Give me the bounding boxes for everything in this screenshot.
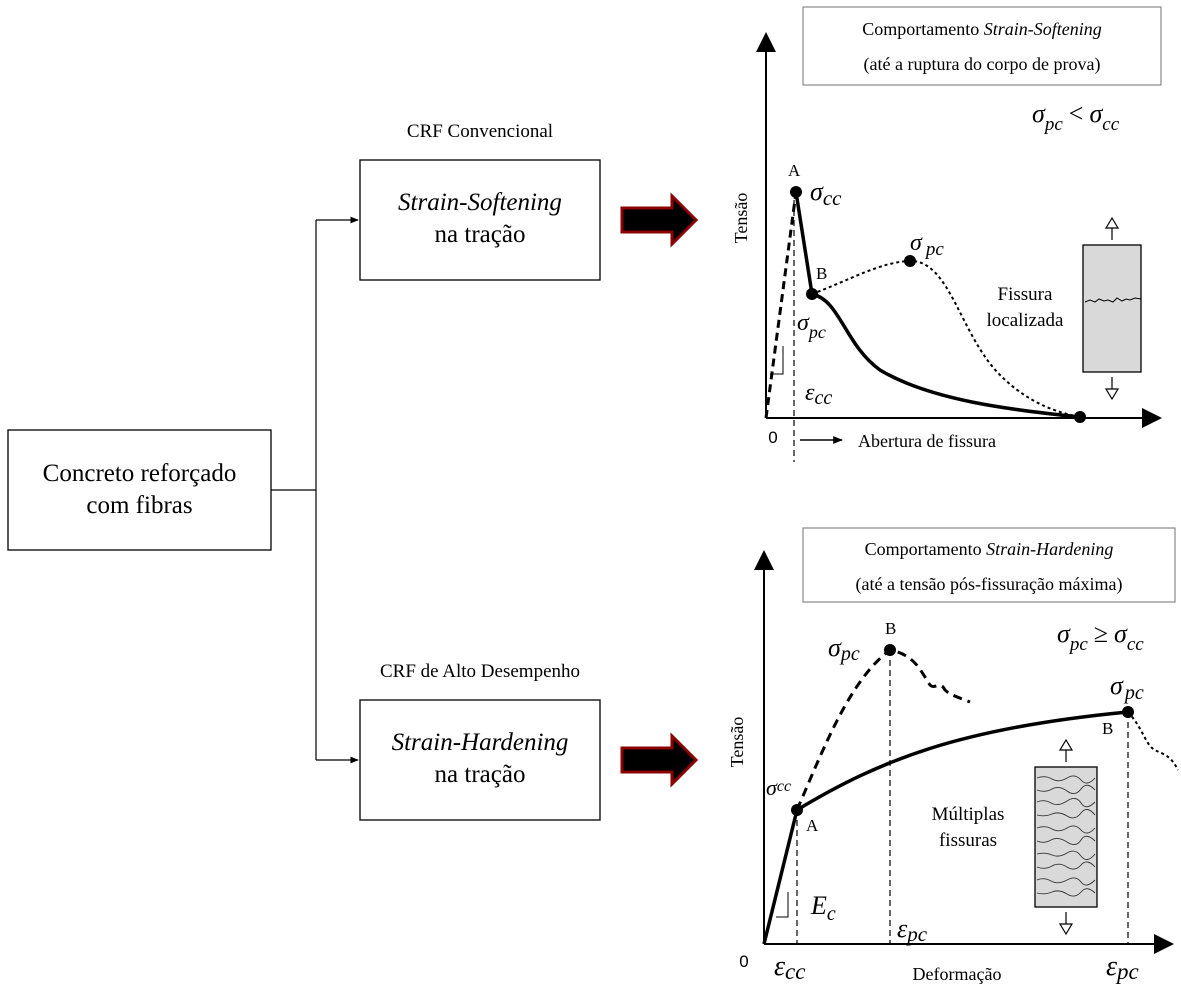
softening-condition: σpc<σcc (1032, 99, 1120, 135)
hardening-eps-pc-axis: εpc (1106, 951, 1139, 984)
softening-label-a: A (788, 161, 801, 180)
softening-title: Comportamento Strain-Softening (862, 19, 1101, 39)
softening-point-a (790, 186, 802, 198)
softening-point-peak (904, 255, 916, 267)
hardening-label-b-solid: B (1102, 719, 1113, 738)
localized-crack (1084, 297, 1142, 303)
strain-hardening-node-subtitle: na tração (435, 761, 526, 788)
bottom-branch-caption: CRF de Alto Desempenho (380, 661, 580, 682)
hardening-point-b-dashed (884, 644, 896, 656)
hardening-slope-marker (776, 892, 789, 918)
hardening-specimen-label2: fissuras (939, 830, 997, 851)
hardening-title-box (802, 527, 1176, 603)
strain-softening-node-subtitle: na tração (435, 221, 526, 248)
strain-hardening-node-title: Strain-Hardening (392, 729, 569, 756)
softening-curve-solid (794, 191, 1081, 419)
softening-specimen (1082, 244, 1142, 373)
softening-label-b: B (816, 264, 827, 283)
hardening-eps-pc-mid: εpc (897, 914, 928, 946)
hardening-chart: Comportamento Strain-Hardening (até a te… (727, 527, 1179, 984)
hardening-sigma-cc: σcc (766, 775, 791, 800)
hardening-point-b-solid (1122, 706, 1134, 718)
root-node: Concreto reforçado com fibras (7, 429, 272, 551)
softening-title-box (802, 6, 1162, 86)
tree-connectors (271, 216, 359, 764)
softening-tension-arrow-down (1104, 377, 1120, 401)
hardening-origin-label: 0 (739, 952, 748, 971)
hardening-point-a (791, 804, 803, 816)
softening-sigma-pc-b: σpc (797, 310, 826, 342)
softening-specimen-label1: Fissura (998, 284, 1053, 305)
softening-origin-label: 0 (768, 428, 777, 447)
softening-curve-dotted (811, 259, 1081, 418)
hardening-modulus: Ec (810, 891, 836, 925)
hardening-eps-cc-axis: εcc (774, 951, 805, 984)
block-arrow-bottom (620, 732, 699, 788)
hardening-sigma-pc-dashed: σpc (828, 633, 860, 665)
hardening-label-a: A (806, 816, 819, 835)
hardening-tension-arrow-down (1058, 912, 1074, 936)
softening-slope-marker (770, 346, 784, 375)
softening-y-label: Tensão (731, 193, 751, 244)
hardening-curve-dotted (1127, 711, 1179, 771)
softening-chart: Comportamento Strain-Softening (até a ru… (731, 6, 1162, 462)
softening-tension-arrow-up (1104, 216, 1120, 240)
root-label-line1: Concreto reforçado (43, 460, 237, 487)
strain-softening-node: Strain-Softening na tração (359, 159, 601, 281)
hardening-elastic-branch (762, 809, 799, 945)
hardening-condition: σpc≥σcc (1057, 619, 1144, 655)
block-arrow-top (620, 192, 699, 248)
softening-specimen-label2: localizada (986, 310, 1064, 331)
softening-sigma-cc: σcc (810, 177, 842, 210)
hardening-curve-dashed (795, 648, 971, 811)
strain-softening-node-title: Strain-Softening (398, 189, 562, 216)
softening-point-b (806, 288, 818, 300)
hardening-x-label: Deformação (913, 964, 1002, 984)
root-label-line2: com fibras (86, 492, 192, 519)
hardening-label-b-dashed: B (885, 619, 896, 638)
hardening-subtitle: (até a tensão pós-fissuração máxima) (856, 574, 1123, 595)
hardening-title: Comportamento Strain-Hardening (865, 539, 1114, 559)
top-branch-caption: CRF Convencional (407, 121, 553, 142)
multiple-cracks (1036, 775, 1096, 897)
softening-x-label: Abertura de fissura (858, 431, 996, 451)
hardening-specimen (1034, 766, 1098, 908)
strain-hardening-node: Strain-Hardening na tração (359, 699, 601, 821)
softening-point-end (1074, 411, 1086, 423)
hardening-y-label: Tensão (727, 717, 747, 768)
hardening-tension-arrow-up (1058, 738, 1074, 762)
hardening-curve-solid (796, 710, 1129, 812)
softening-subtitle: (até a ruptura do corpo de prova) (864, 54, 1101, 75)
softening-eps-cc: εcc (805, 380, 832, 409)
hardening-specimen-label1: Múltiplas (932, 804, 1005, 825)
softening-elastic-branch (764, 191, 798, 419)
